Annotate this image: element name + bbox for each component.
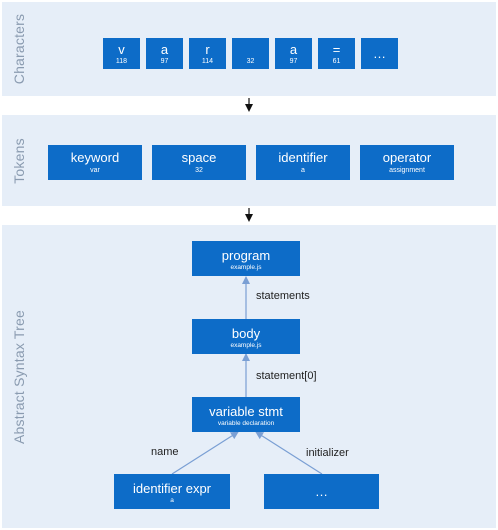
char-code: 32: [246, 58, 255, 65]
edge-label-initializer: initializer: [306, 447, 349, 459]
ast-node-label: …: [315, 484, 328, 499]
char-box: r 114: [189, 38, 226, 69]
char-box: a 97: [146, 38, 183, 69]
edge-label-statements: statements: [256, 290, 310, 302]
token-box: operator assignment: [360, 145, 454, 180]
char-box: a 97: [275, 38, 312, 69]
ast-node-label: body: [231, 326, 261, 341]
token-box: identifier a: [256, 145, 350, 180]
char-box: = 61: [318, 38, 355, 69]
token-box: keyword var: [48, 145, 142, 180]
ast-node-sub: example.js: [230, 342, 262, 349]
char-box: v 118: [103, 38, 140, 69]
ast-node-label: identifier expr: [132, 481, 212, 496]
token-value: assignment: [389, 167, 425, 174]
token-type: identifier: [278, 150, 328, 165]
char-symbol: r: [205, 42, 210, 57]
ast-node-more: …: [264, 474, 379, 509]
ast-node-sub: a: [170, 497, 174, 504]
char-symbol: =: [332, 42, 341, 57]
ast-node-sub: example.js: [230, 264, 262, 271]
char-code: 114: [201, 58, 214, 65]
char-symbol: …: [373, 46, 386, 61]
char-code: 61: [332, 58, 341, 65]
token-box: space 32: [152, 145, 246, 180]
char-box: 32: [232, 38, 269, 69]
ast-node-sub: variable declaration: [217, 420, 275, 427]
char-code: 97: [160, 58, 169, 65]
char-symbol: a: [289, 42, 298, 57]
edge-identifier-varstmt: [171, 431, 239, 475]
token-type: operator: [382, 150, 432, 165]
char-symbol: v: [118, 42, 125, 57]
token-type: keyword: [70, 150, 120, 165]
token-value: 32: [195, 167, 203, 174]
ast-node-variable-stmt: variable stmt variable declaration: [192, 397, 300, 432]
ast-node-label: program: [221, 248, 271, 263]
token-value: a: [301, 167, 305, 174]
token-value: var: [90, 167, 100, 174]
char-box: …: [361, 38, 398, 69]
edge-label-name: name: [151, 446, 179, 458]
ast-node-program: program example.js: [192, 241, 300, 276]
ast-node-identifier-expr: identifier expr a: [114, 474, 230, 509]
ast-node-label: variable stmt: [209, 404, 283, 419]
char-code: 118: [115, 58, 128, 65]
char-code: 97: [289, 58, 298, 65]
char-symbol: a: [160, 42, 169, 57]
edge-more-varstmt: [255, 431, 323, 475]
token-type: space: [181, 150, 217, 165]
ast-node-body: body example.js: [192, 319, 300, 354]
edge-label-statement0: statement[0]: [256, 370, 317, 382]
